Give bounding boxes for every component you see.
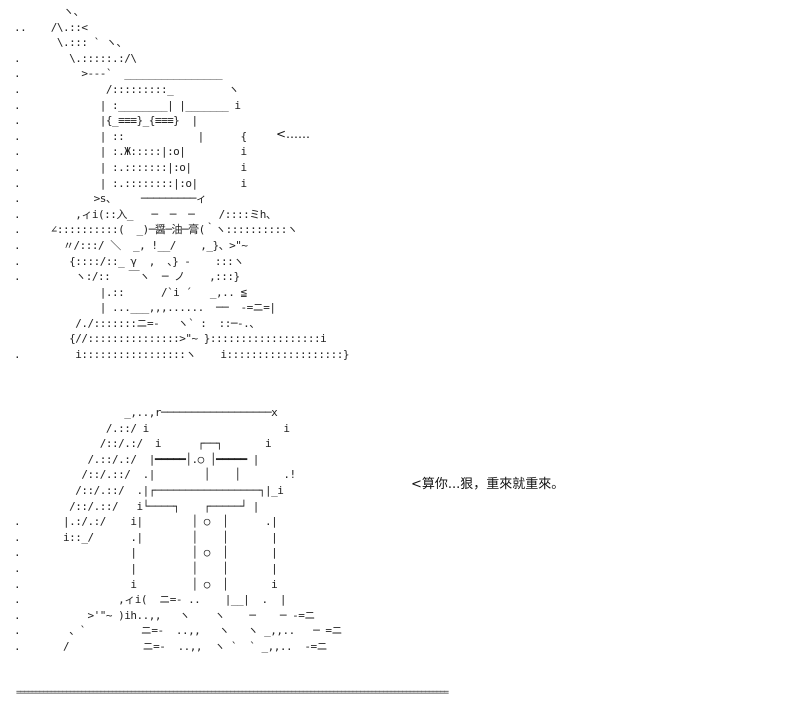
separator-line: ========================================… <box>16 688 449 698</box>
ascii-art-bucket-helmet: _,..,r──────────────────x /.::/ i i /::/… <box>14 406 343 653</box>
dialog-ellipsis: <…… <box>276 127 311 141</box>
dialog-restart-line: <算你...狠，重來就重來。 <box>411 477 565 492</box>
ascii-art-helmet-knight: ヽ、 .. /\.::< \.::: ` ヽ、 . \.:::::.:/\ . … <box>14 5 350 362</box>
